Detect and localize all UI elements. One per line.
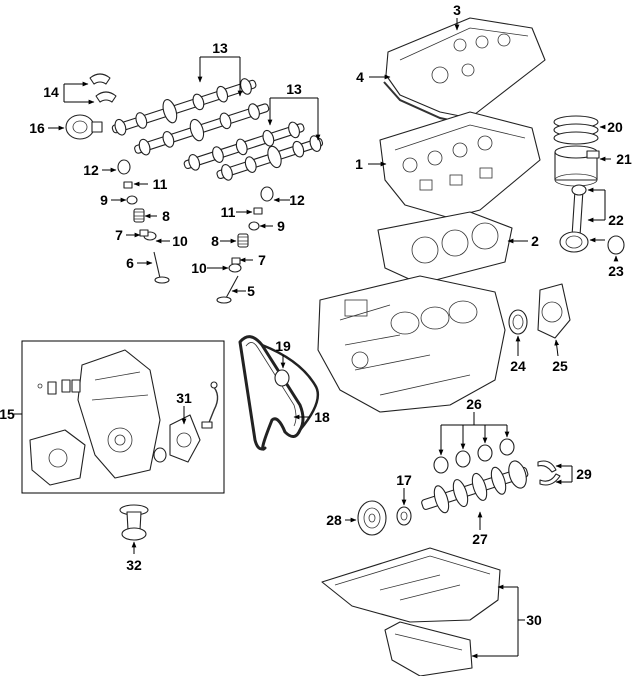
valve-train-right-drawing	[216, 186, 274, 304]
callout-2: 2	[531, 233, 539, 249]
callout-10-right: 10	[191, 260, 207, 276]
callout-12-right: 12	[289, 192, 305, 208]
callout-25: 25	[552, 358, 568, 374]
callout-11-right: 11	[221, 204, 236, 220]
callout-1: 1	[355, 156, 363, 172]
valve-train-left-drawing	[117, 159, 170, 284]
rod-bearing-drawing	[607, 235, 625, 255]
callout-16: 16	[29, 120, 45, 136]
callout-20: 20	[607, 119, 623, 135]
camshafts-drawing	[111, 78, 324, 181]
timing-cover-group-box	[21, 340, 225, 494]
camshaft-seals-drawing	[89, 73, 117, 103]
water-pump-drawing	[169, 414, 201, 463]
crankshaft-drawing	[421, 460, 529, 514]
connecting-rod-drawing	[559, 184, 589, 253]
front-cover-parts-drawing	[29, 379, 167, 486]
callout-28: 28	[326, 512, 342, 528]
callout-23: 23	[608, 263, 624, 279]
leader-lines	[14, 18, 619, 659]
thrust-washers-drawing	[537, 460, 561, 486]
callout-9-left: 9	[100, 192, 108, 208]
head-gasket-drawing	[377, 211, 513, 285]
vvt-gear-drawing	[65, 114, 103, 140]
valve-cover-drawing	[385, 17, 546, 119]
callout-8-right: 8	[211, 233, 219, 249]
callout-12-left: 12	[83, 162, 99, 178]
seal-retainer-drawing	[537, 283, 571, 339]
engine-block-drawing	[317, 275, 506, 413]
piston-drawing	[554, 145, 600, 187]
callout-7-right: 7	[258, 252, 266, 268]
callout-21: 21	[616, 151, 632, 167]
callout-8-left: 8	[162, 208, 170, 224]
callout-10-left: 10	[172, 233, 188, 249]
callout-3: 3	[453, 2, 461, 18]
crank-sprocket-drawing	[396, 506, 412, 526]
callout-22: 22	[608, 212, 624, 228]
callout-13-right: 13	[286, 81, 302, 97]
rear-main-seal-drawing	[508, 309, 528, 335]
callout-29: 29	[576, 466, 592, 482]
callout-26: 26	[466, 396, 482, 412]
callout-6: 6	[126, 255, 134, 271]
callout-24: 24	[510, 358, 526, 374]
callout-19: 19	[275, 338, 291, 354]
callout-11-left: 11	[153, 176, 168, 192]
callout-9-right: 9	[277, 218, 285, 234]
callout-31: 31	[176, 390, 192, 406]
callout-18: 18	[314, 409, 330, 425]
callout-4: 4	[356, 69, 364, 85]
callout-32: 32	[126, 557, 142, 573]
crank-pulley-drawing	[357, 500, 387, 536]
cylinder-head-drawing	[379, 111, 541, 219]
sensor-drawing	[201, 381, 219, 429]
piston-rings-drawing	[553, 115, 599, 145]
callout-15: 15	[0, 406, 15, 422]
callout-labels: 3 4 1 2 13 13 14 16 12 11 9 8 7 10 6 12 …	[0, 2, 632, 628]
oil-pan-drawing	[321, 547, 501, 676]
callout-13-left: 13	[212, 40, 228, 56]
callout-14: 14	[43, 84, 59, 100]
main-bearings-drawing	[433, 438, 515, 474]
callout-17: 17	[396, 472, 412, 488]
timing-cover-drawing	[77, 349, 161, 479]
oil-pickup-drawing	[119, 504, 149, 541]
chain-tensioner-drawing	[274, 369, 290, 387]
callout-5: 5	[247, 283, 255, 299]
callout-7-left: 7	[115, 227, 123, 243]
callout-30: 30	[526, 612, 542, 628]
callout-27: 27	[472, 531, 488, 547]
